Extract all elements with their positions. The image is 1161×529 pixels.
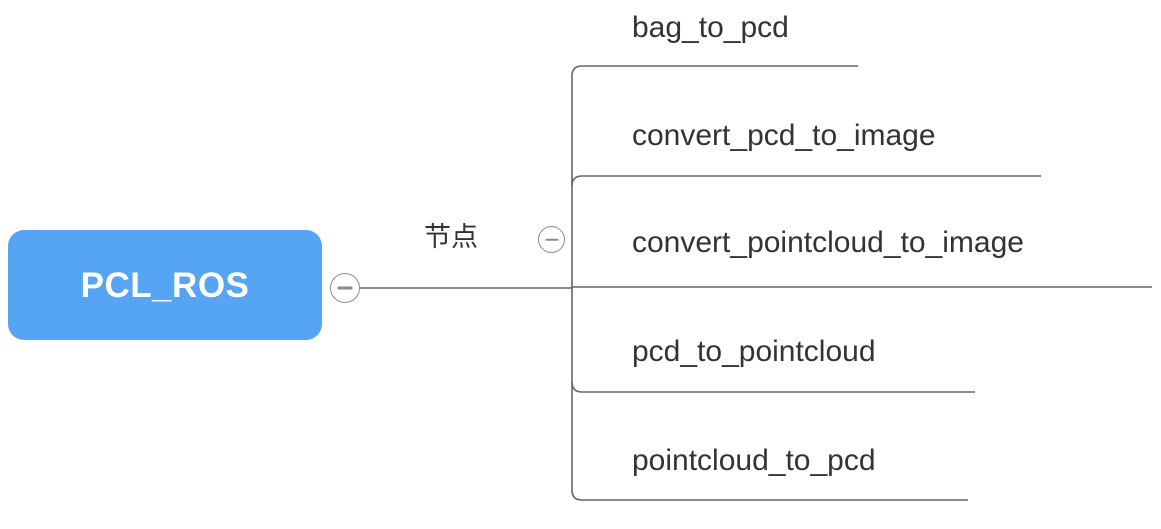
edge-branch-1	[571, 65, 858, 77]
collapse-toggle-root[interactable]	[330, 273, 360, 303]
edge-branch-5	[571, 489, 968, 501]
root-node[interactable]: PCL_ROS	[8, 230, 322, 340]
root-node-label: PCL_ROS	[80, 265, 250, 305]
edge-branch-2	[571, 175, 1041, 187]
collapse-toggle-trunk[interactable]	[538, 226, 565, 253]
branch-label-pcd-to-pointcloud[interactable]: pcd_to_pointcloud	[632, 335, 876, 368]
branch-label-pointcloud-to-pcd[interactable]: pointcloud_to_pcd	[632, 444, 876, 477]
branch-label-bag-to-pcd[interactable]: bag_to_pcd	[632, 11, 789, 44]
trunk-label: 节点	[424, 222, 478, 252]
minus-icon	[545, 238, 558, 241]
edge-branch-4	[571, 381, 975, 393]
branch-label-convert-pointcloud-to-image[interactable]: convert_pointcloud_to_image	[632, 226, 1024, 259]
minus-icon	[337, 286, 353, 290]
branch-label-convert-pcd-to-image[interactable]: convert_pcd_to_image	[632, 119, 936, 152]
